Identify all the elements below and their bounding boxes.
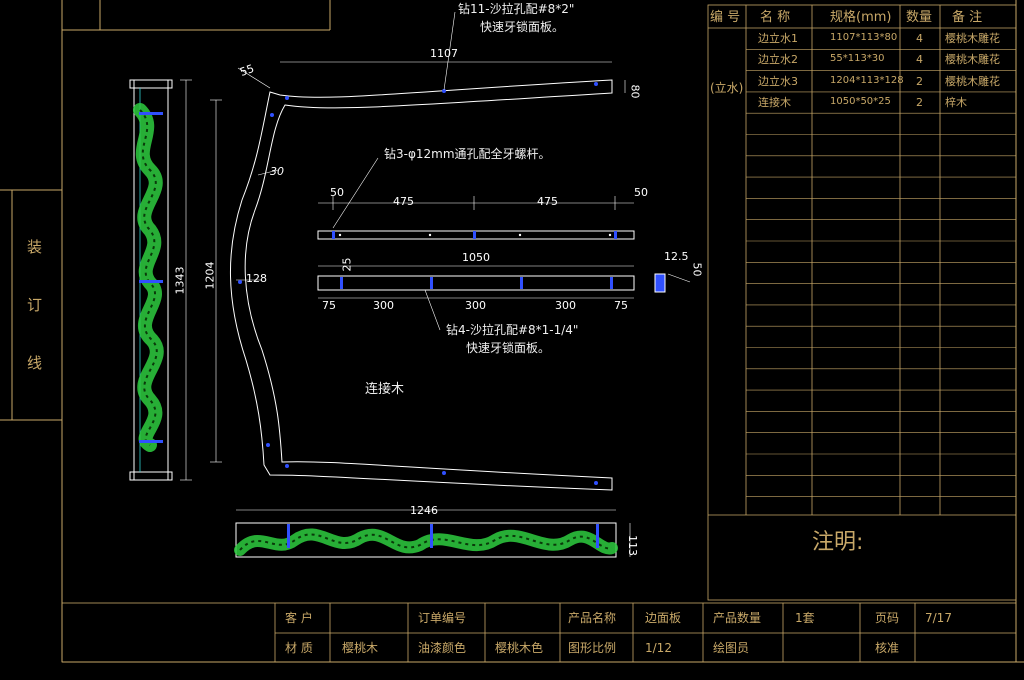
table-cell-qty: 2	[916, 74, 923, 88]
parts-table-grid	[707, 4, 1017, 601]
title-block-row2-cell-5: 1/12	[645, 641, 672, 655]
dim-bar-300c: 300	[555, 299, 576, 312]
dim-bar-300a: 300	[373, 299, 394, 312]
title-block-row2-cell-3: 樱桃木色	[495, 641, 544, 655]
binding-char-3: 线	[27, 354, 43, 372]
table-header-spec: 规格(mm)	[830, 10, 892, 25]
table-header-no: 编 号	[710, 10, 741, 25]
title-block-row2-cell-4: 图形比例	[568, 641, 617, 655]
drill11-note-line1: 钻11-沙拉孔配#8*2"	[458, 2, 575, 16]
table-cell-qty: 4	[916, 32, 923, 45]
dim-section-50: 50	[690, 262, 704, 277]
frame-holes	[238, 82, 598, 485]
table-cell-name: 边立水2	[758, 53, 798, 67]
table-cell-qty: 2	[916, 95, 923, 109]
dim-bar-75b: 75	[614, 299, 628, 312]
dim-bar-475a: 475	[393, 195, 414, 208]
drill4-note-line1: 钻4-沙拉孔配#8*1-1/4"	[446, 323, 579, 337]
dim-left-total: 1343	[173, 266, 187, 295]
table-header-name: 名 称	[760, 10, 791, 25]
binding-char-2: 订	[27, 296, 43, 314]
title-block-row1-cell-0: 客 户	[285, 611, 313, 625]
drill3-note: 钻3-φ12mm通孔配全牙螺杆。	[384, 147, 551, 161]
title-block-grid	[61, 602, 1017, 663]
title-block-row1-cell-5: 边面板	[645, 611, 682, 625]
title-block-row1-cell-8: 页码	[875, 611, 900, 625]
dim-top-height: 80	[628, 84, 642, 99]
drill11-note-line2: 快速牙锁面板。	[480, 20, 565, 34]
title-block-row2-cell-0: 材 质	[285, 641, 313, 655]
table-cell-note: 樱桃木雕花	[945, 74, 1000, 88]
table-cell-name: 边立水3	[758, 74, 798, 88]
title-block-row1-cell-6: 产品数量	[713, 611, 762, 625]
table-cell-name: 连接木	[758, 95, 791, 109]
dim-bar-300b: 300	[465, 299, 486, 312]
leader-lines	[332, 11, 456, 331]
connector-bar-bottom	[317, 265, 691, 299]
table-cell-note: 樱桃木雕花	[945, 32, 1000, 45]
title-block-row1-cell-4: 产品名称	[568, 611, 617, 625]
title-block-row1-cell-2: 订单编号	[418, 611, 467, 625]
connector-bar-top	[317, 196, 635, 240]
table-cell-note: 梓木	[945, 95, 967, 109]
connector-label: 连接木	[365, 382, 405, 397]
table-cell-name: 边立水1	[758, 32, 798, 45]
dim-top-length: 1107	[430, 47, 458, 60]
dim-bar-50a: 50	[330, 186, 344, 199]
table-cell-spec: 1107*113*80	[830, 32, 898, 43]
bottom-carved-rail	[234, 509, 631, 558]
title-block-row2-cell-6: 绘图员	[713, 641, 750, 655]
table-header-note: 备 注	[952, 10, 983, 25]
table-cell-spec: 1050*50*25	[830, 95, 891, 107]
side-frame-profile	[210, 61, 626, 491]
title-block-row1-cell-9: 7/17	[925, 611, 952, 625]
table-cell-qty: 4	[916, 53, 923, 67]
title-block-row1-cell-7: 1套	[795, 611, 815, 625]
table-group-label: (立水)	[710, 81, 744, 95]
dim-bar-50b: 50	[634, 186, 648, 199]
title-block-row2-cell-2: 油漆颜色	[418, 641, 467, 655]
binding-char-1: 装	[27, 238, 43, 256]
dim-bottom-height: 113	[626, 535, 639, 556]
dim-bar-25: 25	[340, 257, 354, 272]
table-cell-note: 樱桃木雕花	[945, 53, 1000, 67]
dim-bottom-length: 1246	[410, 504, 438, 517]
table-header-qty: 数量	[906, 10, 933, 25]
dim-bar-1050: 1050	[462, 251, 490, 264]
dim-bar-475b: 475	[537, 195, 558, 208]
dim-bar-75a: 75	[322, 299, 336, 312]
dim-section-12-5: 12.5	[664, 250, 689, 263]
drill4-note-line2: 快速牙锁面板。	[466, 341, 551, 355]
dim-curve-30: 30	[270, 165, 284, 178]
notes-label: 注明:	[812, 530, 864, 555]
dim-side-height: 1204	[203, 261, 217, 290]
left-carved-panel	[129, 79, 192, 481]
title-block-row2-cell-8: 核准	[875, 641, 900, 655]
table-cell-spec: 1204*113*128	[830, 74, 904, 86]
table-cell-spec: 55*113*30	[830, 53, 885, 65]
dim-side-width: 128	[246, 272, 267, 285]
title-block-row2-cell-1: 樱桃木	[342, 641, 379, 655]
